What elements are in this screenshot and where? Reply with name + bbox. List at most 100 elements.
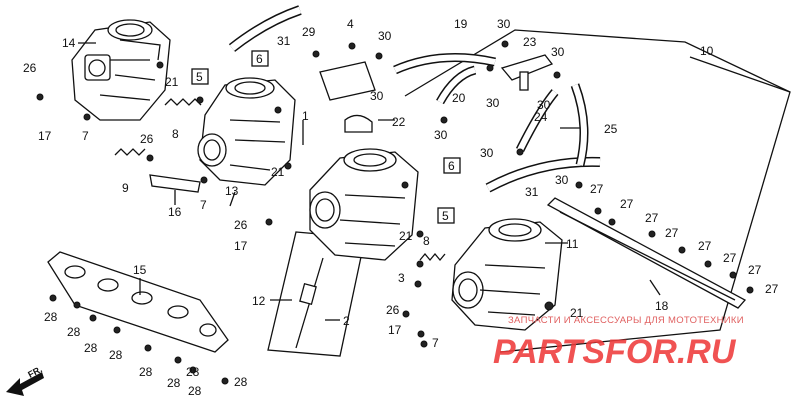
box-part-5-top [191, 68, 209, 85]
part-label-14: 14 [62, 36, 76, 50]
hose-24 [515, 89, 559, 153]
part-label-26c: 26 [234, 218, 248, 232]
part-label-31b: 31 [525, 185, 539, 199]
part-labels: 1 2 3 4 5 5 6 6 7 7 7 8 8 9 10 11 12 13 … [23, 17, 779, 398]
part-label-30i: 30 [370, 89, 384, 103]
part-label-7b: 7 [200, 198, 207, 212]
spring-8 [164, 98, 202, 106]
hose-19 [393, 53, 496, 75]
carburetor-14 [71, 19, 171, 121]
watermark: ЗАПЧАСТИ И АКСЕССУАРЫ ДЛЯ МОТОТЕХНИКИ PA… [493, 315, 744, 371]
part-label-17a: 17 [38, 129, 52, 143]
rail-18 [546, 197, 747, 309]
part-label-13: 13 [225, 184, 239, 198]
part-label-8b: 8 [423, 234, 430, 248]
part-label-6b: 6 [448, 159, 455, 173]
box-part-5-mid [437, 207, 455, 224]
carburetor-center [309, 148, 419, 261]
part-label-1: 1 [302, 109, 309, 123]
part-label-30c: 30 [551, 45, 565, 59]
small-fasteners [36, 40, 754, 385]
part-label-28i: 28 [234, 375, 248, 389]
watermark-brand: PARTSFOR.RU [493, 333, 737, 371]
part-label-27g: 27 [748, 263, 762, 277]
part-label-28h: 28 [188, 384, 202, 398]
bracket-4 [319, 61, 376, 101]
part-label-27e: 27 [698, 239, 712, 253]
part-label-27d: 27 [665, 226, 679, 240]
part-label-26d: 26 [386, 303, 400, 317]
carburetor-right [451, 218, 563, 331]
leader-lines [78, 42, 791, 321]
part-label-20: 20 [452, 91, 466, 105]
watermark-tagline: ЗАПЧАСТИ И АКСЕССУАРЫ ДЛЯ МОТОТЕХНИКИ [508, 315, 744, 326]
part-label-19: 19 [454, 17, 468, 31]
part-label-8a: 8 [172, 127, 179, 141]
part-label-18: 18 [655, 299, 669, 313]
part-label-24: 24 [534, 110, 548, 124]
part-label-11: 11 [566, 237, 579, 251]
part-label-21c: 21 [399, 229, 413, 243]
part-label-21a: 21 [165, 75, 179, 89]
part-label-6a: 6 [256, 52, 263, 66]
part-label-27b: 27 [620, 197, 634, 211]
part-label-3: 3 [398, 271, 405, 285]
assembly-outline-box [404, 29, 791, 353]
bracket-16 [149, 174, 201, 193]
part-label-12: 12 [252, 294, 266, 308]
part-label-25: 25 [604, 122, 618, 136]
front-direction-indicator: FR. [6, 364, 44, 396]
part-label-7c: 7 [432, 336, 439, 350]
part-label-27a: 27 [590, 182, 604, 196]
bracket-22 [344, 114, 373, 133]
box-part-6-top [251, 50, 269, 67]
part-label-5a: 5 [196, 70, 203, 84]
shaft-2 [295, 257, 324, 349]
part-label-27f: 27 [723, 251, 737, 265]
part-label-27c: 27 [645, 211, 659, 225]
part-label-30h: 30 [555, 173, 569, 187]
part-label-31a: 31 [277, 34, 291, 48]
part-label-28g: 28 [186, 365, 200, 379]
part-label-21b: 21 [271, 165, 285, 179]
part-label-16: 16 [168, 205, 182, 219]
part-label-17c: 17 [388, 323, 402, 337]
part-label-26a: 26 [23, 61, 37, 75]
part-label-30e: 30 [486, 96, 500, 110]
part-label-28f: 28 [167, 376, 181, 390]
spring-8b [419, 252, 446, 262]
part-label-28b: 28 [67, 325, 81, 339]
part-label-28c: 28 [84, 341, 98, 355]
part-label-28a: 28 [44, 310, 58, 324]
part-label-30g: 30 [480, 146, 494, 160]
spring-9 [114, 148, 146, 156]
part-label-2: 2 [343, 314, 350, 328]
part-label-30b: 30 [497, 17, 511, 31]
hose-25 [570, 83, 589, 167]
part-label-7a: 7 [82, 129, 89, 143]
carburetor-13 [197, 77, 296, 186]
part-label-30d: 30 [537, 98, 551, 112]
hose-31-top [228, 5, 302, 52]
part-label-15: 15 [133, 263, 147, 277]
part-label-27h: 27 [765, 282, 779, 296]
part-label-4: 4 [347, 17, 354, 31]
part-label-5b: 5 [442, 209, 449, 223]
box-part-6-mid [443, 157, 461, 174]
part-label-26b: 26 [140, 132, 154, 146]
t-fitting-23 [500, 54, 554, 91]
part-label-9: 9 [122, 181, 129, 195]
part-label-28e: 28 [139, 365, 153, 379]
hose-20 [436, 65, 477, 105]
part-label-22: 22 [392, 115, 406, 129]
hose-31-bottom [485, 156, 601, 193]
part-label-28d: 28 [109, 348, 123, 362]
part-label-17b: 17 [234, 239, 248, 253]
part-label-30f: 30 [434, 128, 448, 142]
part-label-29: 29 [302, 25, 316, 39]
part-label-21d: 21 [570, 306, 584, 320]
part-label-30a: 30 [378, 29, 392, 43]
part-label-10: 10 [700, 44, 714, 58]
part-label-23: 23 [523, 35, 537, 49]
